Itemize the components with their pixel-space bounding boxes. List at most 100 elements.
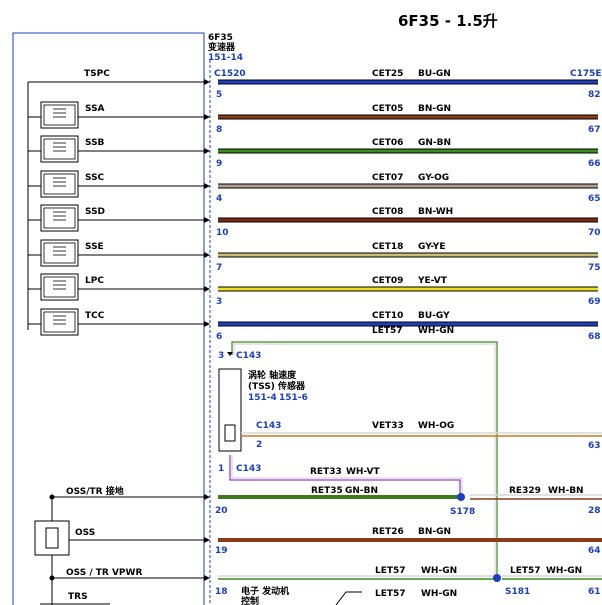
solenoid-box bbox=[40, 135, 79, 163]
tss-ref1: 151-4 bbox=[248, 393, 277, 403]
tss-power-wire-white bbox=[233, 343, 496, 578]
wire-circuit: CET25 bbox=[372, 69, 403, 79]
diagram-title: 6F35 - 1.5升 bbox=[398, 12, 498, 30]
wire-color: GY-YE bbox=[418, 242, 445, 252]
tss-mid-circuit: VET33 bbox=[372, 421, 404, 431]
pin-arrow bbox=[204, 286, 210, 292]
pcm-shape bbox=[335, 591, 362, 605]
pin-left: 5 bbox=[216, 90, 222, 100]
oss-ground-right-color: WH-BN bbox=[548, 486, 584, 496]
tss-pin-top: 3 bbox=[218, 351, 224, 361]
module-name: 6F35 bbox=[208, 33, 233, 43]
oss-ground-right-circuit: RE329 bbox=[509, 486, 541, 496]
wire-circuit: CET05 bbox=[372, 104, 403, 114]
solenoid-inner bbox=[43, 311, 76, 333]
oss-ground-circuit: RET35 bbox=[311, 486, 343, 496]
solenoid-box bbox=[40, 273, 79, 301]
oss-label: OSS bbox=[75, 528, 95, 538]
row-label: SSE bbox=[85, 242, 104, 252]
pin-arrow bbox=[204, 148, 210, 154]
tss-top-circuit: LET57 bbox=[372, 326, 403, 336]
splice-s178 bbox=[457, 493, 465, 501]
wire-color: YE-VT bbox=[417, 276, 448, 286]
pin-right: 75 bbox=[588, 263, 601, 273]
pcm-label2: 控制 bbox=[241, 595, 259, 605]
solenoid-box bbox=[40, 101, 79, 129]
module-ref: 151-14 bbox=[208, 53, 243, 63]
tss-ground-wire-white bbox=[231, 455, 463, 495]
trs-label: TRS bbox=[68, 592, 88, 602]
wire-circuit: CET07 bbox=[372, 173, 403, 183]
tss-connector-top: C143 bbox=[236, 351, 261, 361]
pin-arrow bbox=[204, 321, 210, 327]
tss-name: 涡轮 轴速度 bbox=[248, 369, 297, 381]
solenoid-box bbox=[40, 204, 79, 232]
connector-left-label: C1520 bbox=[214, 69, 246, 79]
vpwr-pin-left: 18 bbox=[215, 587, 228, 597]
wire-color: BU-GY bbox=[418, 311, 450, 321]
tss-name2: (TSS) 传感器 bbox=[248, 380, 306, 392]
oss-vpwr-row: OSS / TR VPWR LET57 WH-GN 18 S181 LET57 … bbox=[49, 566, 602, 597]
pin-right: 66 bbox=[588, 159, 601, 169]
oss-color: BN-GN bbox=[418, 527, 451, 537]
vpwr-right-circuit: LET57 bbox=[510, 566, 541, 576]
oss-ground-row: OSS/TR 接地 RET35 GN-BN 20 S178 RE329 WH-B… bbox=[49, 485, 602, 517]
pin-left: 10 bbox=[216, 228, 229, 238]
pin-left: 4 bbox=[216, 194, 222, 204]
vpwr-circuit: LET57 bbox=[375, 566, 406, 576]
pin-arrow bbox=[204, 252, 210, 258]
oss-ground-label: OSS/TR 接地 bbox=[66, 485, 124, 497]
oss-row: OSS RET26 BN-GN 19 64 bbox=[34, 497, 602, 605]
tss-ref2: 151-6 bbox=[279, 393, 308, 403]
row-label: SSD bbox=[85, 207, 105, 217]
pin-arrow bbox=[227, 352, 233, 356]
solenoid-inner bbox=[43, 138, 76, 160]
tss-section: LET57 WH-GN 3 C143 涡轮 轴速度 (TSS) 传感器 151-… bbox=[218, 326, 602, 578]
pin-left: 3 bbox=[216, 297, 222, 307]
vpwr-pin-right: 61 bbox=[588, 587, 601, 597]
splice-s181 bbox=[493, 574, 501, 582]
pcm-label1: 电子 发动机 bbox=[241, 585, 289, 597]
row-label: LPC bbox=[85, 276, 104, 286]
solenoid-inner bbox=[43, 173, 76, 195]
pin-right: 70 bbox=[588, 228, 601, 238]
tss-pin-mid: 2 bbox=[256, 440, 262, 450]
oss-ground-color: GN-BN bbox=[345, 486, 378, 496]
pin-arrow bbox=[204, 114, 210, 120]
last-wire-color: WH-GN bbox=[421, 589, 457, 599]
pin-arrow bbox=[204, 537, 210, 543]
pin-left: 6 bbox=[216, 332, 222, 342]
pin-arrow bbox=[204, 217, 210, 223]
wire-color: BN-WH bbox=[418, 207, 453, 217]
tss-power-wire-green bbox=[231, 341, 498, 578]
row-label: TCC bbox=[85, 311, 105, 321]
oss-ground-pin-right: 28 bbox=[588, 506, 601, 516]
tss-bot-color: WH-VT bbox=[346, 467, 381, 477]
tss-sensor-body bbox=[218, 368, 242, 452]
row-label: SSA bbox=[85, 104, 105, 114]
tss-mid-connector: C143 bbox=[256, 421, 281, 431]
solenoid-box bbox=[40, 170, 79, 198]
pin-right: 69 bbox=[588, 297, 601, 307]
vpwr-label: OSS / TR VPWR bbox=[66, 568, 142, 578]
oss-sensor-icon bbox=[45, 527, 59, 549]
tss-bot-circuit: RET33 bbox=[310, 467, 342, 477]
row-label: SSC bbox=[85, 173, 105, 183]
pin-arrow bbox=[204, 575, 210, 581]
pin-left: 9 bbox=[216, 159, 222, 169]
solenoid-box bbox=[40, 239, 79, 267]
pin-arrow bbox=[204, 183, 210, 189]
connector-right-label: C175E bbox=[570, 69, 602, 79]
tss-mid-pin-right: 63 bbox=[588, 441, 601, 451]
tss-ground-wire-violet bbox=[229, 455, 461, 495]
solenoid-inner bbox=[43, 242, 76, 264]
pin-right: 67 bbox=[588, 125, 601, 135]
pin-left: 8 bbox=[216, 125, 222, 135]
